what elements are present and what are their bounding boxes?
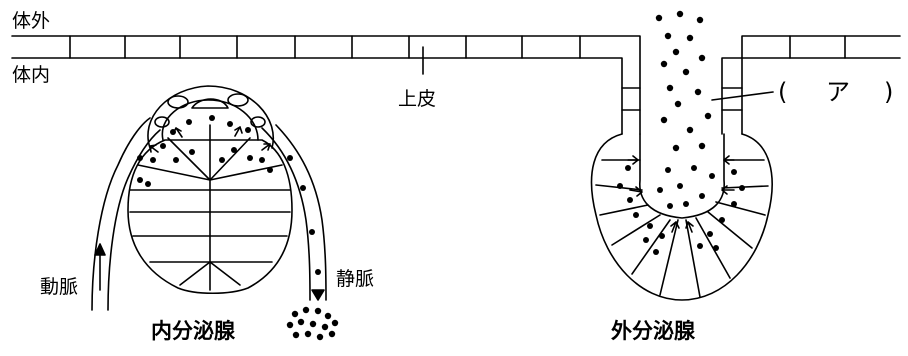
- endocrine-dots: [137, 115, 273, 187]
- blank-open-paren: (: [778, 78, 788, 106]
- label-epithelium: 上皮: [398, 88, 437, 110]
- exocrine-dots: [617, 165, 745, 255]
- label-inside: 体内: [12, 64, 51, 86]
- endocrine-gland: [127, 85, 293, 294]
- vein-vessel: [261, 124, 327, 301]
- hormone-cluster: [286, 306, 339, 341]
- blank-letter: ア: [826, 78, 850, 106]
- label-exocrine: 外分泌腺: [611, 319, 695, 343]
- blank-leader: [711, 91, 774, 101]
- label-artery: 動脈: [40, 276, 79, 298]
- epithelium-strip: [11, 35, 901, 135]
- exocrine-gland: [590, 133, 773, 301]
- label-vein: 静脈: [336, 268, 375, 290]
- blank-close-paren: ): [884, 78, 894, 106]
- label-endocrine: 内分泌腺: [151, 319, 235, 343]
- label-outside: 体外: [12, 10, 51, 32]
- epithelium-cells: [69, 35, 846, 111]
- secretion-dots: [655, 10, 712, 152]
- artery-vessel: [91, 117, 161, 311]
